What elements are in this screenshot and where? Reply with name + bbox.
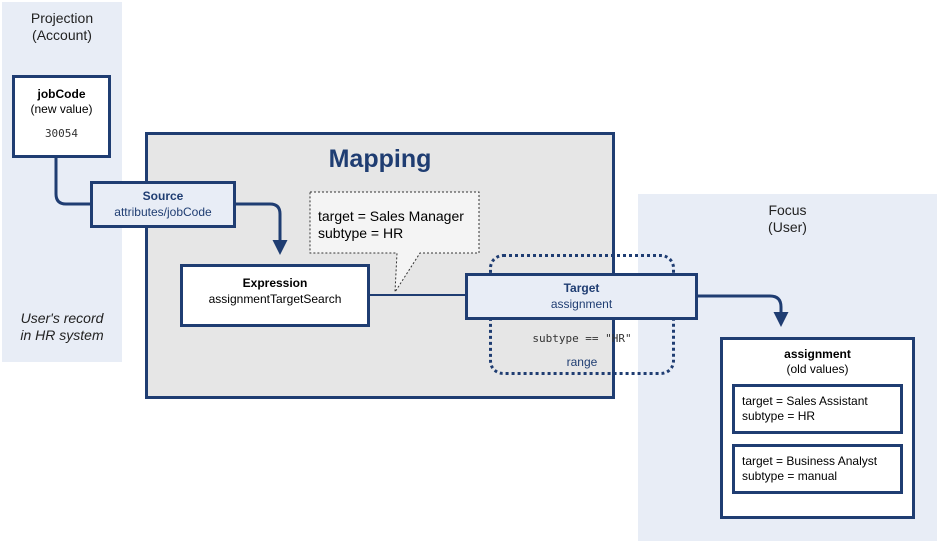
target-path: assignment	[550, 297, 613, 311]
assignment-subtitle: (old values)	[786, 362, 849, 376]
jobcode-subtitle: (new value)	[30, 102, 93, 116]
focus-title-line1: Focus	[768, 202, 807, 218]
expression-name: assignmentTargetSearch	[208, 292, 342, 306]
source-path: attributes/jobCode	[114, 205, 212, 219]
jobcode-title: jobCode	[37, 87, 86, 101]
focus-title: Focus (User)	[638, 202, 937, 236]
assignment-value-2-subtype: subtype = manual	[742, 469, 838, 483]
hr-record-line2: in HR system	[20, 327, 104, 343]
callout-line2: subtype = HR	[318, 225, 404, 241]
mapping-title: Mapping	[328, 145, 432, 173]
source-box: Source attributes/jobCode	[90, 181, 236, 228]
source-title: Source	[142, 189, 184, 203]
callout-text: target = Sales Manager subtype = HR	[318, 208, 464, 242]
range-condition: subtype == "HR"	[532, 332, 632, 345]
projection-title: Projection (Account)	[2, 10, 122, 44]
assignment-value-1-subtype: subtype = HR	[742, 409, 816, 423]
projection-title-line2: (Account)	[32, 27, 92, 43]
focus-title-line2: (User)	[768, 219, 807, 235]
target-title: Target	[563, 281, 600, 295]
expression-title: Expression	[242, 276, 308, 290]
projection-title-line1: Projection	[30, 10, 94, 26]
jobcode-box: jobCode (new value) 30054	[12, 75, 111, 158]
hr-record-line1: User's record	[20, 310, 104, 326]
range-label: range	[566, 355, 598, 369]
jobcode-value: 30054	[44, 127, 79, 140]
assignment-value-2: target = Business Analyst subtype = manu…	[732, 444, 903, 494]
hr-record-caption: User's record in HR system	[2, 310, 122, 344]
assignment-value-1-target: target = Sales Assistant	[742, 394, 868, 408]
assignment-title: assignment	[784, 347, 851, 361]
assignment-value-2-target: target = Business Analyst	[742, 454, 878, 468]
assignment-value-1: target = Sales Assistant subtype = HR	[732, 384, 903, 434]
expression-box: Expression assignmentTargetSearch	[180, 264, 370, 327]
callout-line1: target = Sales Manager	[318, 208, 464, 224]
target-box: Target assignment	[465, 273, 698, 320]
